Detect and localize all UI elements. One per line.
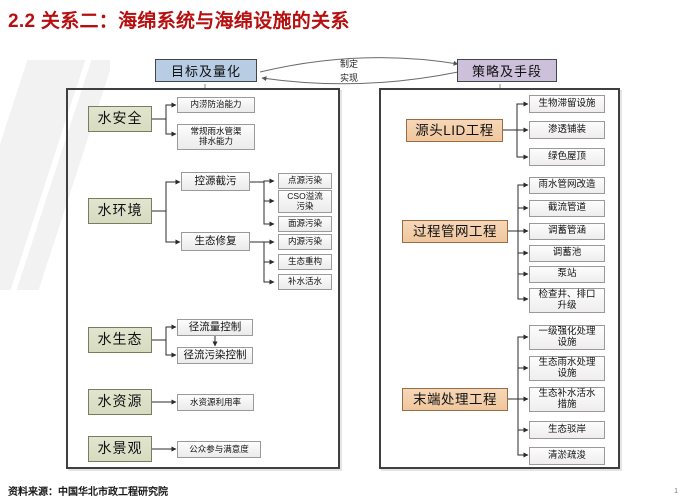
category-water-ecology[interactable]: 水生态 [88, 327, 152, 353]
node-waterlogging-control[interactable]: 内涝防治能力 [177, 97, 255, 113]
node-dredging[interactable]: 清淤疏浚 [529, 447, 605, 465]
connector-label-bottom: 实现 [340, 73, 359, 83]
node-water-replenishment[interactable]: 补水活水 [278, 274, 332, 290]
category-water-landscape[interactable]: 水景观 [88, 436, 152, 462]
node-green-roof[interactable]: 绿色屋顶 [529, 148, 605, 166]
node-ecological-restoration[interactable]: 生态修复 [181, 232, 250, 251]
node-storage-tank[interactable]: 调蓄池 [529, 245, 605, 262]
header-box-goals[interactable]: 目标及量化 [155, 59, 257, 82]
connector-label-top: 制定 [340, 59, 359, 69]
node-source-interception[interactable]: 控源截污 [181, 172, 250, 191]
node-public-satisfaction[interactable]: 公众参与满意度 [177, 441, 261, 458]
category-process-pipe-network-engineering[interactable]: 过程管网工程 [402, 220, 508, 243]
node-permeable-pavement[interactable]: 渗透铺装 [529, 121, 605, 139]
node-stormwater-drainage-capacity[interactable]: 常规雨水管渠 排水能力 [177, 124, 255, 150]
page-number: 1 [674, 488, 678, 495]
right-panel-frame [379, 88, 620, 469]
node-ecological-reconstruction[interactable]: 生态重构 [278, 254, 332, 270]
category-source-lid-engineering[interactable]: 源头LID工程 [406, 119, 503, 142]
node-primary-enhanced-treatment[interactable]: 一级强化处理 设施 [529, 325, 605, 350]
node-cso-overflow-pollution[interactable]: CSO溢流 污染 [278, 190, 332, 213]
category-terminal-treatment-engineering[interactable]: 末端处理工程 [402, 388, 508, 411]
node-nonpoint-source-pollution[interactable]: 面源污染 [278, 216, 332, 232]
left-panel-frame [66, 88, 340, 469]
node-ecological-stormwater-treatment[interactable]: 生态雨水处理 设施 [529, 356, 605, 381]
node-internal-source-pollution[interactable]: 内源污染 [278, 234, 332, 250]
node-ecological-revetment[interactable]: 生态驳岸 [529, 421, 605, 439]
node-stormwater-network-retrofit[interactable]: 雨水管网改造 [529, 177, 605, 194]
node-water-utilization-rate[interactable]: 水资源利用率 [177, 394, 254, 411]
node-runoff-volume-control[interactable]: 径流量控制 [177, 319, 253, 336]
category-water-safety[interactable]: 水安全 [88, 106, 152, 132]
node-bioretention-facility[interactable]: 生物滞留设施 [529, 95, 605, 113]
header-box-strategy[interactable]: 策略及手段 [457, 59, 557, 82]
category-water-environment[interactable]: 水环境 [88, 198, 152, 224]
page-title: 2.2 关系二：海绵系统与海绵设施的关系 [8, 11, 350, 32]
node-pump-station[interactable]: 泵站 [529, 266, 605, 283]
node-point-source-pollution[interactable]: 点源污染 [278, 173, 332, 189]
source-footer: 资料来源：中国华北市政工程研究院 [8, 487, 168, 498]
node-ecological-water-replenishment[interactable]: 生态补水活水 措施 [529, 387, 605, 412]
node-storage-culvert[interactable]: 调蓄管涵 [529, 223, 605, 240]
node-runoff-pollution-control[interactable]: 径流污染控制 [177, 347, 253, 364]
category-water-resources[interactable]: 水资源 [88, 389, 152, 415]
node-manhole-outlet-upgrade[interactable]: 检查井、排口 升级 [529, 288, 605, 313]
node-interception-pipeline[interactable]: 截流管道 [529, 200, 605, 217]
